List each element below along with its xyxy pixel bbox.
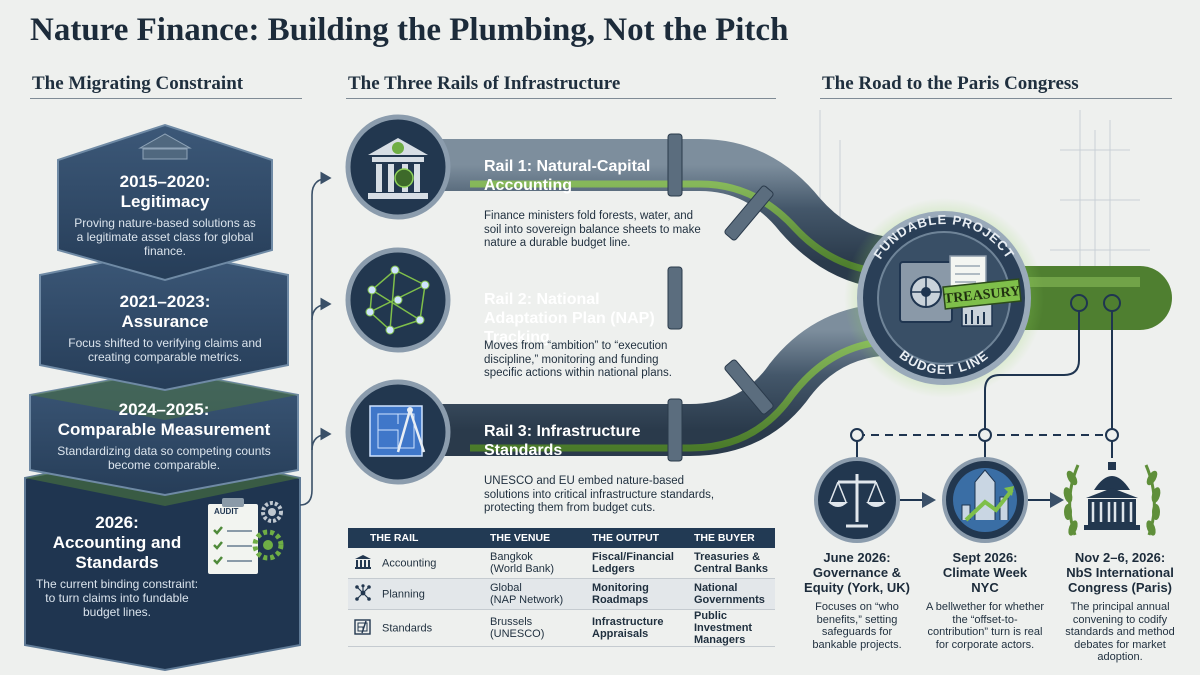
table-cell-rail: Planning	[348, 578, 484, 610]
rail-name: Accounting	[382, 556, 437, 569]
table-cell-venue: Global(NAP Network)	[484, 578, 586, 610]
tier-description: Standardizing data so competing counts b…	[57, 444, 271, 472]
table-header: THE VENUE	[484, 528, 586, 548]
table-row: Standards Brussels(UNESCO) Infrastructur…	[348, 609, 775, 647]
tier-2015: 2015–2020: Legitimacy Proving nature-bas…	[70, 172, 260, 258]
rail-3-title: Rail 3: Infrastructure Standards	[484, 423, 641, 459]
audit-clipboard-icon	[206, 498, 260, 576]
network-icon	[354, 583, 372, 605]
table-header: THE RAIL	[348, 528, 484, 548]
tier-years: 2021–2023:	[119, 292, 211, 311]
tier-2021: 2021–2023: Assurance Focus shifted to ve…	[52, 292, 278, 364]
bank-icon	[354, 554, 372, 573]
audit-label: AUDIT	[214, 507, 239, 516]
table-header-row: THE RAIL THE VENUE THE OUTPUT THE BUYER	[348, 528, 775, 548]
rail-name: Standards	[382, 621, 433, 634]
tier-name: Accounting and Standards	[52, 533, 182, 572]
tier-description: The current binding constraint: to turn …	[35, 577, 199, 619]
tier-2026: 2026: Accounting and Standards The curre…	[32, 513, 202, 619]
tier-description: Focus shifted to verifying claims and cr…	[68, 336, 262, 364]
blueprint-icon	[354, 618, 372, 638]
city-growth-icon	[942, 457, 1028, 543]
tier-name: Comparable Measurement	[57, 420, 271, 439]
scales-icon	[814, 457, 900, 543]
table-row: Accounting Bangkok(World Bank) Fiscal/Fi…	[348, 548, 775, 579]
tier-2024: 2024–2025: Comparable Measurement Standa…	[48, 400, 280, 472]
section-title-rails: The Three Rails of Infrastructure	[348, 73, 621, 94]
rail-2-network-icon	[345, 247, 451, 353]
tier-block-2015	[57, 123, 273, 282]
table-cell-rail: Standards	[348, 609, 484, 647]
capitol-laurel-icon	[1063, 462, 1161, 536]
rails-table: THE RAIL THE VENUE THE OUTPUT THE BUYER …	[348, 528, 775, 647]
section-title-constraint: The Migrating Constraint	[32, 73, 244, 94]
section-divider	[30, 98, 302, 99]
table-cell-buyer: Treasuries &Central Banks	[688, 548, 775, 579]
table-cell-venue: Brussels(UNESCO)	[484, 609, 586, 647]
section-divider	[820, 98, 1172, 99]
rail-1-title: Rail 1: Natural-Capital Accounting	[484, 158, 651, 194]
gear-icon	[252, 501, 284, 561]
rail-connector-arrows	[299, 171, 332, 506]
tier-years: 2015–2020:	[119, 172, 211, 191]
rail-2-title: Rail 2: National Adaptation Plan (NAP) T…	[484, 291, 655, 346]
table-cell-venue: Bangkok(World Bank)	[484, 548, 586, 579]
tier-name: Assurance	[121, 312, 209, 331]
section-divider	[346, 98, 776, 99]
timeline-event-june: June 2026:Governance &Equity (York, UK) …	[797, 550, 917, 651]
table-header: THE BUYER	[688, 528, 775, 548]
page-title: Nature Finance: Building the Plumbing, N…	[30, 12, 789, 48]
section-title-road: The Road to the Paris Congress	[822, 73, 1079, 94]
table-header: THE OUTPUT	[586, 528, 688, 548]
rail-name: Planning	[382, 587, 425, 600]
rail-3-blueprint-icon	[345, 379, 451, 485]
rail-1-bank-icon	[345, 114, 451, 220]
rail-1-description: Finance ministers fold forests, water, a…	[484, 210, 701, 249]
tier-years: 2024–2025:	[118, 400, 210, 419]
tier-description: Proving nature-based solutions as a legi…	[74, 216, 256, 258]
treasury-tag: TREASURY	[942, 278, 1022, 310]
tier-block-2024	[29, 368, 299, 497]
timeline-heading: June 2026:Governance &Equity (York, UK)	[804, 550, 910, 595]
table-cell-rail: Accounting	[348, 548, 484, 579]
tier-name: Legitimacy	[120, 192, 210, 211]
rail-2-description: Moves from “ambition” to “execution disc…	[484, 340, 672, 379]
timeline-nodes	[850, 428, 1119, 442]
tier-years: 2026:	[95, 513, 139, 532]
rail-3-description: UNESCO and EU embed nature-based solutio…	[484, 475, 715, 514]
